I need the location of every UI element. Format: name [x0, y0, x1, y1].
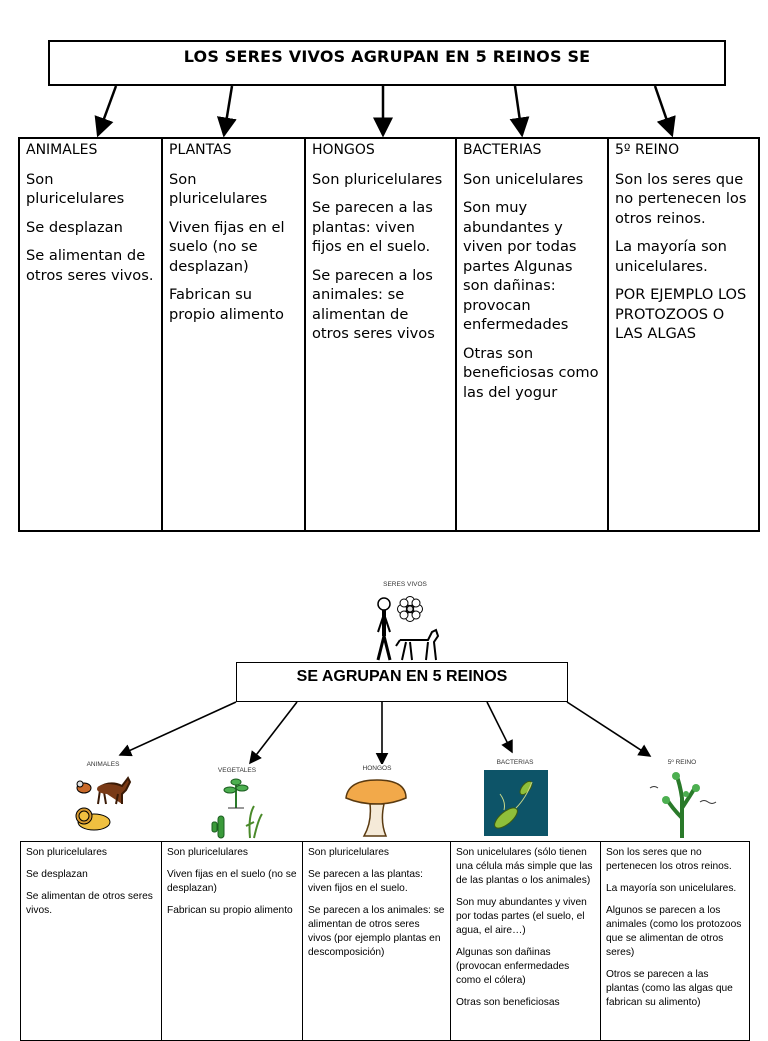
column-item: Son pluricelulares [312, 170, 443, 188]
column-item: Se alimentan de otros seres vivos. [26, 247, 154, 284]
top-column-animales: ANIMALES Son pluricelulares Se desplazan… [18, 137, 161, 532]
column-item: Son unicelulares [463, 170, 584, 188]
person-flower-cat-icon [376, 596, 440, 661]
quinto-reino-picture: 5º REINO [646, 758, 718, 840]
column-item: Algunos se parecen a los animales (como … [606, 905, 742, 958]
column-item: Son pluricelulares [308, 847, 389, 858]
column-item: La mayoría son unicelulares. [615, 238, 727, 275]
algae-icon [649, 772, 717, 838]
column-item: Se parecen a las plantas: viven fijos en… [308, 869, 423, 894]
bottom-column-animales: Son pluricelulares Se desplazan Se alime… [20, 841, 161, 1041]
mushroom-icon [345, 779, 407, 837]
column-header: 5º REINO [615, 142, 680, 158]
bacteria-icon [484, 770, 548, 836]
column-item: Son los seres que no pertenecen los otro… [615, 170, 747, 227]
column-item: Algunas son dañinas (provocan enfermedad… [456, 947, 570, 986]
animals-icon [75, 776, 132, 831]
picture-label: SERES VIVOS [383, 581, 427, 588]
bottom-column-hongos: Son pluricelulares Se parecen a las plan… [302, 841, 450, 1041]
column-item: Son muy abundantes y viven por todas par… [456, 897, 587, 936]
column-header: HONGOS [312, 142, 375, 158]
column-item: Viven fijas en el suelo (no se desplazan… [169, 218, 285, 275]
column-item: Otros se parecen a las plantas (como las… [606, 969, 733, 1008]
picture-label: VEGETALES [217, 767, 257, 774]
column-item: Fabrican su propio alimento [169, 286, 284, 323]
column-item: Son unicelulares (sólo tienen una célula… [456, 847, 593, 886]
bacterias-picture: BACTERIAS [480, 758, 550, 838]
picture-label: 5º REINO [667, 759, 697, 766]
column-item: La mayoría son unicelulares. [606, 883, 737, 894]
column-item: Fabrican su propio alimento [167, 905, 293, 916]
column-header: BACTERIAS [463, 142, 542, 158]
column-item: Son pluricelulares [169, 170, 268, 208]
plants-icon [211, 778, 263, 839]
top-column-plantas: PLANTAS Son pluricelulares Viven fijas e… [161, 137, 304, 532]
bottom-column-quinto-reino: Son los seres que no pertenecen los otro… [600, 841, 750, 1041]
column-item: Se alimentan de otros seres vivos. [26, 891, 153, 916]
hongos-picture: HONGOS [342, 764, 412, 840]
animales-picture: ANIMALES [70, 760, 136, 836]
column-item: Se desplazan [26, 869, 88, 880]
column-item: Son pluricelulares [26, 170, 125, 208]
column-item: Son muy abundantes y viven por todas par… [463, 199, 577, 333]
column-item: Son pluricelulares [167, 847, 248, 858]
vegetales-picture: VEGETALES [208, 766, 266, 840]
column-header: PLANTAS [169, 142, 232, 158]
picture-label: BACTERIAS [496, 759, 534, 766]
column-item: Se parecen a los animales: se alimentan … [312, 266, 435, 343]
column-item: POR EJEMPLO LOS PROTOZOOS O LAS ALGAS [615, 286, 747, 342]
picture-label: ANIMALES [86, 761, 120, 768]
bottom-column-bacterias: Son unicelulares (sólo tienen una célula… [450, 841, 600, 1041]
column-item: Se parecen a las plantas: viven fijos en… [312, 199, 433, 255]
column-item: Otras son beneficiosas [456, 997, 560, 1008]
top-title: LOS SERES VIVOS AGRUPAN EN 5 REINOS SE [48, 40, 726, 86]
top-column-bacterias: BACTERIAS Son unicelulares Son muy abund… [455, 137, 607, 532]
bottom-title: SE AGRUPAN EN 5 REINOS [236, 662, 568, 702]
bottom-column-vegetales: Son pluricelulares Viven fijas en el sue… [161, 841, 302, 1041]
column-item: Son pluricelulares [26, 847, 107, 858]
picture-label: HONGOS [362, 765, 392, 772]
top-column-hongos: HONGOS Son pluricelulares Se parecen a l… [304, 137, 455, 532]
column-item: Viven fijas en el suelo (no se desplazan… [167, 869, 297, 894]
column-item: Se parecen a los animales: se alimentan … [308, 905, 445, 958]
column-header: ANIMALES [26, 142, 98, 158]
column-item: Son los seres que no pertenecen los otro… [606, 847, 732, 872]
column-item: Otras son beneficiosas como las del yogu… [463, 344, 599, 401]
column-item: Se desplazan [26, 218, 123, 236]
top-column-quinto-reino: 5º REINO Son los seres que no pertenecen… [607, 137, 760, 532]
seres-vivos-picture: SERES VIVOS [366, 580, 444, 662]
